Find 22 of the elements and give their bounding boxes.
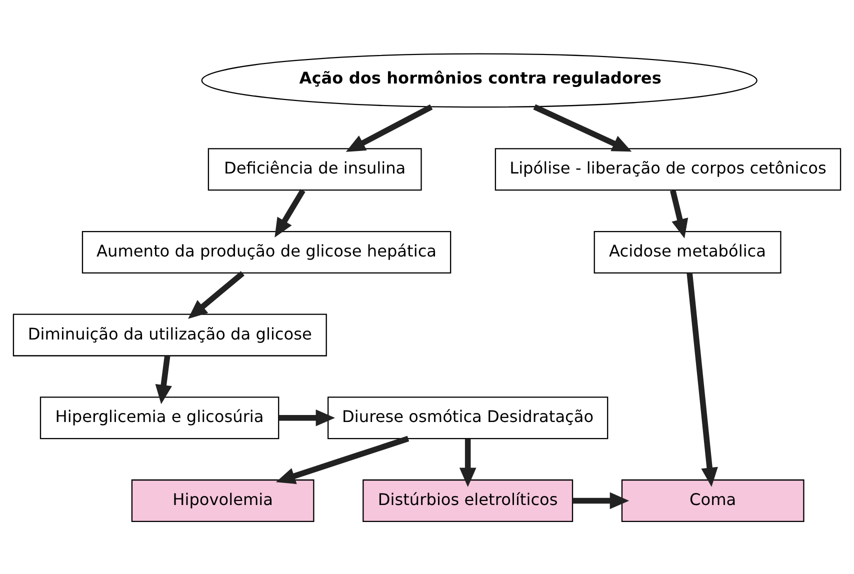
arrow	[459, 438, 476, 487]
arrow	[155, 355, 172, 404]
node-box: Diurese osmótica Desidratação	[328, 396, 608, 439]
arrow	[276, 435, 410, 484]
node-box: Lipólise - liberação de corpos cetônicos	[494, 148, 842, 190]
arrow	[670, 189, 688, 238]
arrow	[686, 272, 718, 486]
node-box: Diminuição da utilização da glicose	[12, 313, 327, 356]
arrow	[188, 270, 244, 318]
arrow	[274, 188, 306, 238]
node-box: Acidose metabólica	[594, 230, 782, 273]
arrow	[572, 492, 630, 509]
node-box: Deficiência de insulina	[208, 148, 422, 190]
node-box: Hipovolemia	[131, 478, 314, 522]
node-box: Hiperglicemia e glicosúria	[40, 396, 280, 439]
arrow	[278, 408, 336, 426]
node-ellipse: Ação dos hormônios contra reguladores	[201, 52, 758, 108]
node-box: Aumento da produção de glicose hepática	[82, 230, 452, 273]
arrow	[533, 104, 632, 152]
node-box: Distúrbios eletrolíticos	[362, 478, 574, 522]
node-box: Coma	[621, 478, 804, 522]
arrow	[346, 104, 433, 152]
